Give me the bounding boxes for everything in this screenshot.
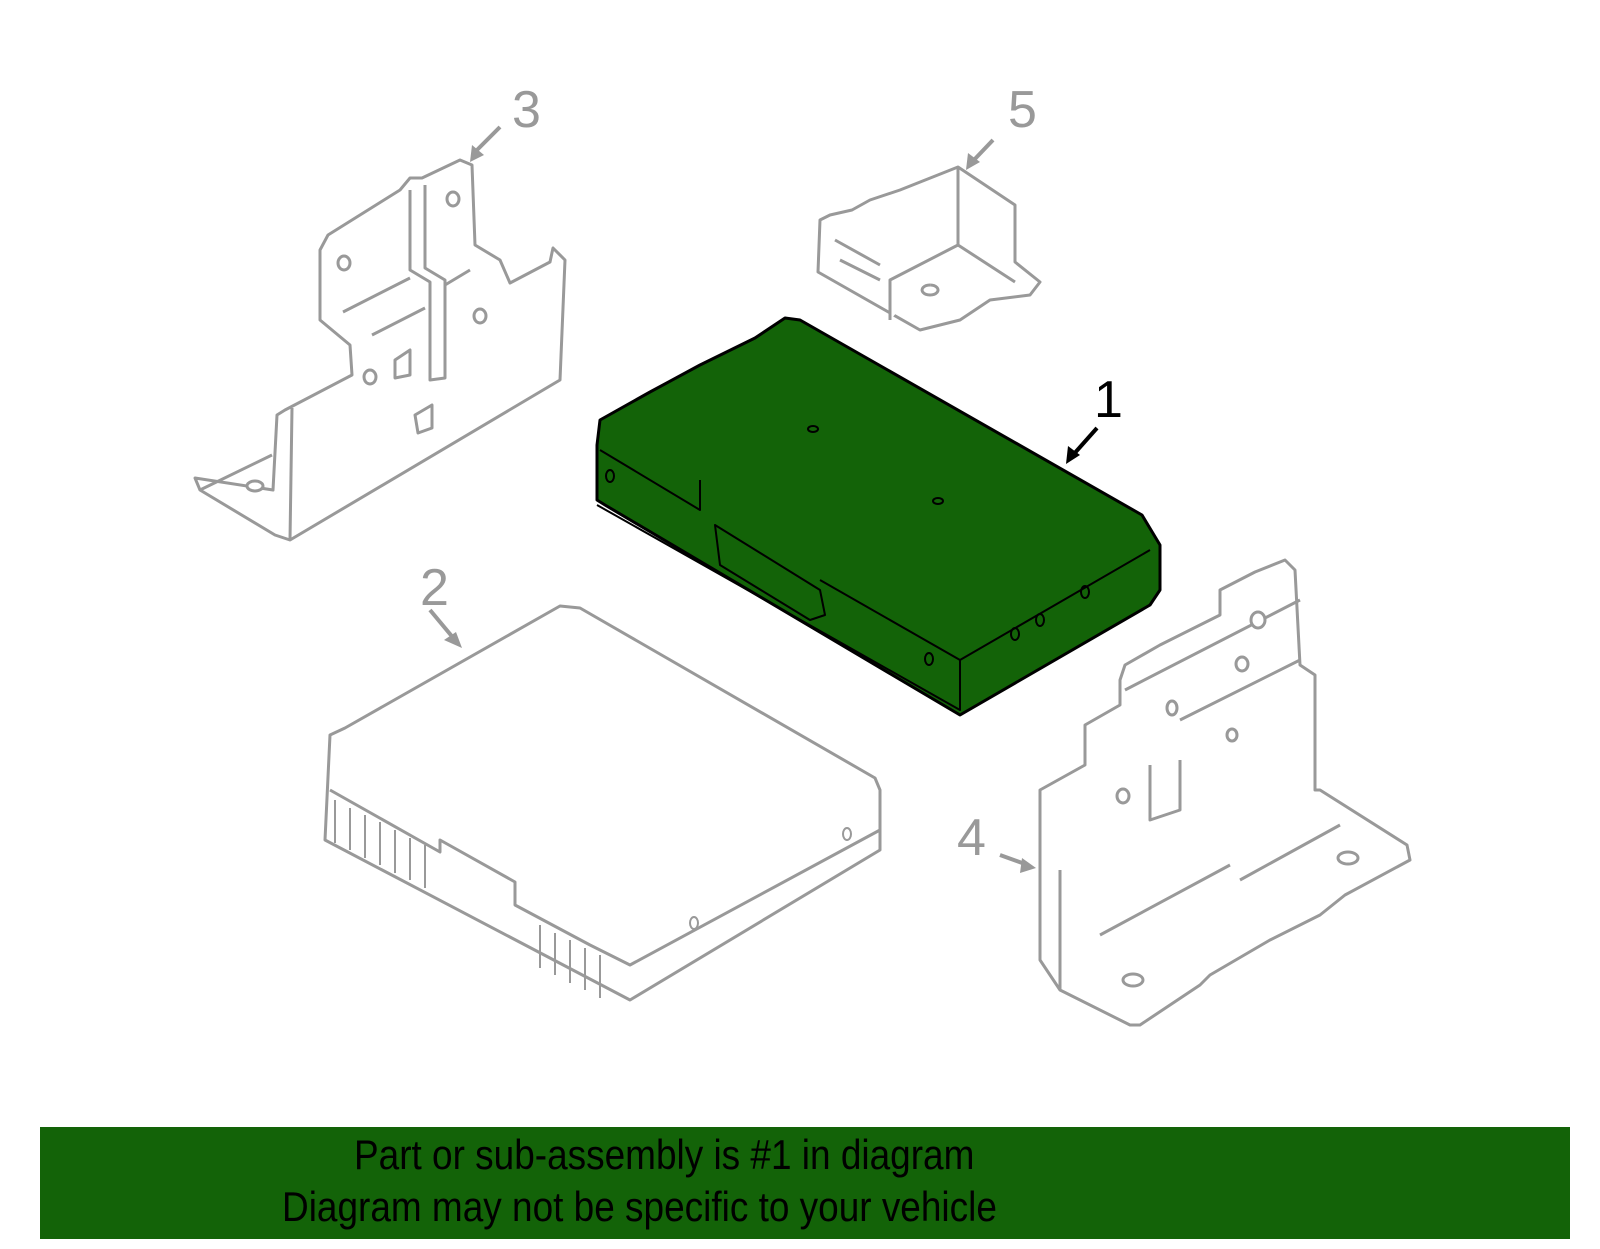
callout-3: 3 (512, 81, 541, 139)
info-banner: Part or sub-assembly is #1 in diagram Di… (40, 1127, 1570, 1239)
callout-2: 2 (420, 559, 449, 617)
part-4-bracket[interactable] (1038, 558, 1412, 1027)
arrow-4-icon (999, 853, 1026, 866)
callout-1: 1 (1094, 371, 1123, 429)
parts-diagram: 3 5 1 2 (193, 81, 1412, 1027)
arrow-2-icon (428, 608, 457, 642)
banner-line-part-number: Part or sub-assembly is #1 in diagram (354, 1131, 975, 1178)
callout-4: 4 (957, 809, 986, 867)
part-3-bracket[interactable] (193, 158, 567, 542)
part-1-module-highlighted[interactable] (595, 316, 1162, 717)
arrow-1-icon (1071, 426, 1099, 457)
part-2-module[interactable] (323, 604, 882, 1002)
banner-line-disclaimer: Diagram may not be specific to your vehi… (282, 1183, 997, 1230)
part-5-relay[interactable] (816, 165, 1042, 332)
callout-5: 5 (1008, 81, 1037, 139)
arrow-5-icon (970, 138, 995, 164)
arrow-3-icon (473, 125, 502, 154)
